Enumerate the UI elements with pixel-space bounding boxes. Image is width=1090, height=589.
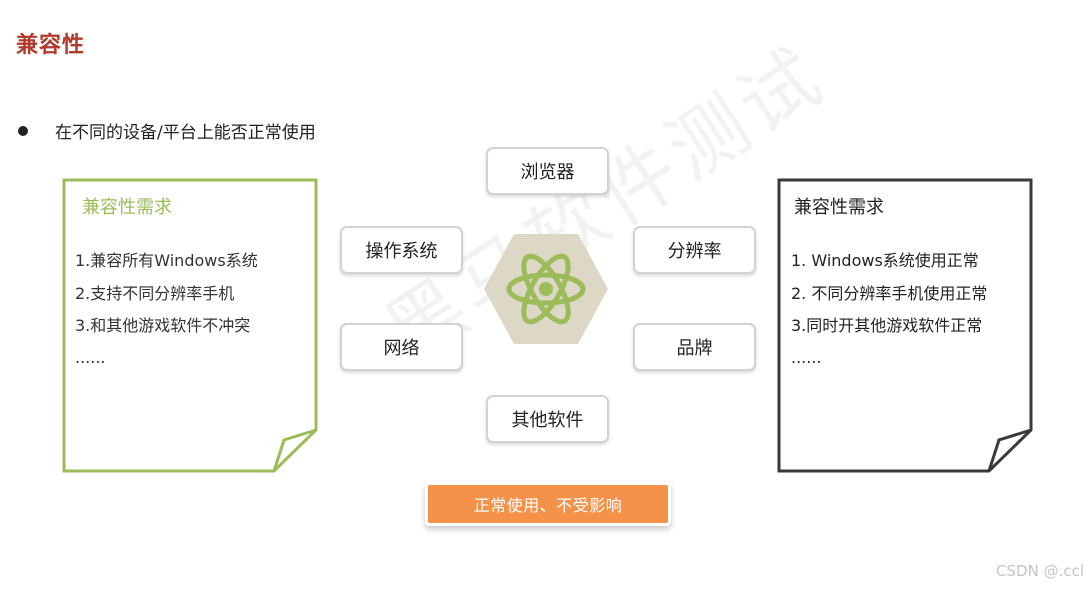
factor-os: 操作系统 xyxy=(340,226,463,274)
left-note-title: 兼容性需求 xyxy=(82,197,172,218)
factor-browser: 浏览器 xyxy=(486,147,609,195)
bullet-dot xyxy=(18,125,28,136)
right-note-title: 兼容性需求 xyxy=(794,197,884,218)
right-note-line-3: 3.同时开其他游戏软件正常 xyxy=(791,316,982,335)
left-note-line-1: 1.兼容所有Windows系统 xyxy=(75,251,258,270)
left-note-line-4: ...... xyxy=(75,348,106,367)
factor-other-software: 其他软件 xyxy=(486,395,609,443)
result-banner: 正常使用、不受影响 xyxy=(425,482,671,526)
left-requirement-note: 兼容性需求 1.兼容所有Windows系统 2.支持不同分辨率手机 3.和其他游… xyxy=(62,178,318,473)
atom-icon xyxy=(506,253,586,325)
result-label: 正常使用、不受影响 xyxy=(428,485,668,523)
left-note-line-3: 3.和其他游戏软件不冲突 xyxy=(75,316,250,335)
center-hexagon xyxy=(484,234,608,344)
bullet-text: 在不同的设备/平台上能否正常使用 xyxy=(55,123,316,143)
factor-network: 网络 xyxy=(340,323,463,371)
right-note-line-1: 1. Windows系统使用正常 xyxy=(791,251,979,270)
factor-resolution: 分辨率 xyxy=(633,226,756,274)
bullet-item: 在不同的设备/平台上能否正常使用 xyxy=(16,118,316,143)
right-requirement-note: 兼容性需求 1. Windows系统使用正常 2. 不同分辨率手机使用正常 3.… xyxy=(777,178,1033,473)
source-credit: CSDN @.ccl xyxy=(996,562,1084,580)
right-note-line-2: 2. 不同分辨率手机使用正常 xyxy=(791,284,987,303)
right-note-line-4: ...... xyxy=(791,348,822,367)
factor-brand: 品牌 xyxy=(633,323,756,371)
page-title: 兼容性 xyxy=(16,33,86,58)
left-note-line-2: 2.支持不同分辨率手机 xyxy=(75,284,234,303)
